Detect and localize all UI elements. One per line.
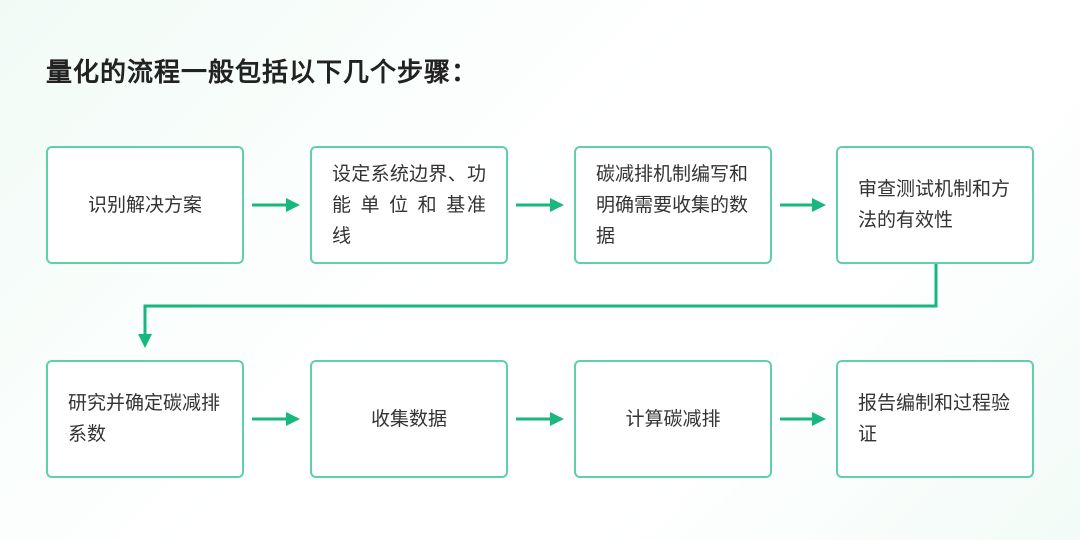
step-identify-solution: 识别解决方案 [46,146,244,264]
step-label: 报告编制和过程验证 [858,392,1011,445]
arrowhead [812,198,826,212]
connector-row1-to-row2 [143,264,938,336]
step-label: 设定系统边界、功 能 单 位 和 基准线 [332,162,486,247]
arrowhead [286,198,300,212]
arrowhead [550,198,564,212]
arrowhead [138,334,152,348]
step-label: 碳减排机制编写和明确需要收集的数据 [596,162,749,247]
step-report-verify: 报告编制和过程验证 [836,360,1034,478]
step-label: 计算碳减排 [625,407,721,430]
arrowhead [812,412,826,426]
arrowhead [286,412,300,426]
step-collect-data: 收集数据 [310,360,508,478]
page-title: 量化的流程一般包括以下几个步骤： [46,58,479,88]
step-label: 研究并确定碳减排系数 [68,392,221,445]
step-label: 审查测试机制和方法的有效性 [858,178,1011,231]
arrowhead [550,412,564,426]
step-label: 识别解决方案 [87,193,202,216]
step-define-data: 碳减排机制编写和明确需要收集的数据 [574,146,772,264]
step-review-mechanism: 审查测试机制和方法的有效性 [836,146,1034,264]
step-emission-factor: 研究并确定碳减排系数 [46,360,244,478]
step-label: 收集数据 [370,407,447,430]
step-set-boundary: 设定系统边界、功 能 单 位 和 基准线 [310,146,508,264]
step-calculate: 计算碳减排 [574,360,772,478]
